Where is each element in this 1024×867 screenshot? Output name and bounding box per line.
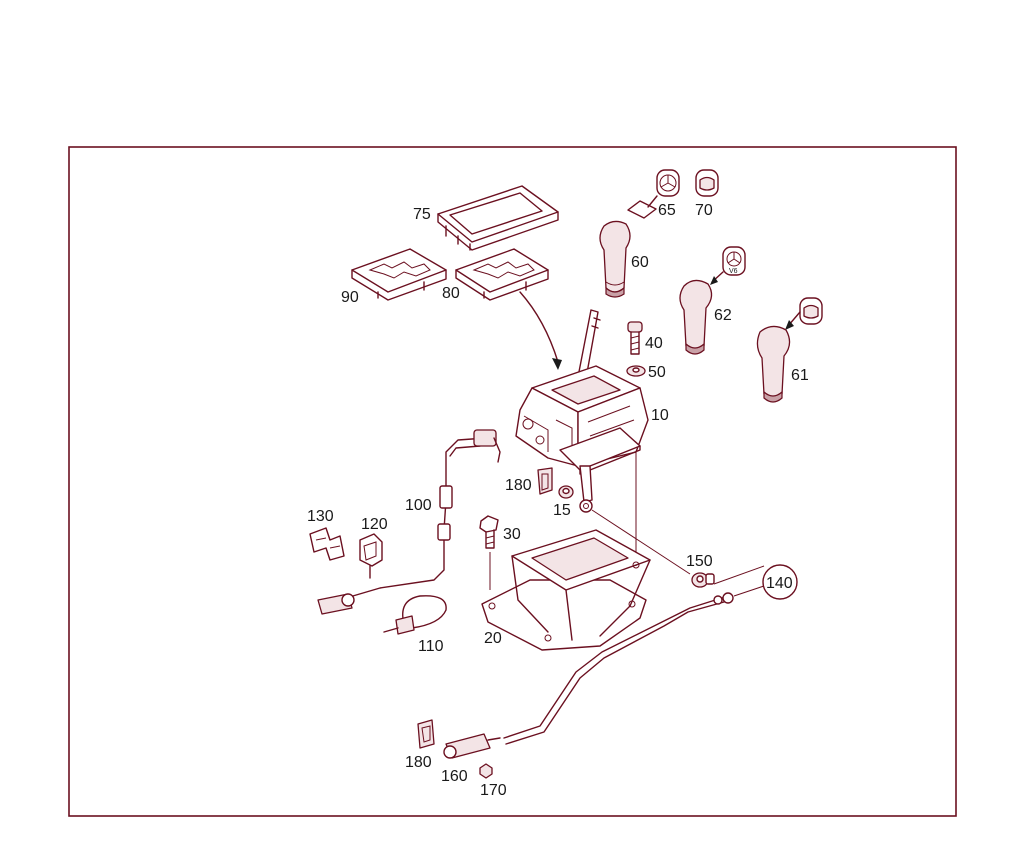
- label-160: 160: [441, 768, 468, 785]
- part-30-screw: [479, 515, 499, 590]
- v6-badge-text: V6: [729, 268, 738, 275]
- label-70: 70: [695, 202, 713, 219]
- label-62: 62: [714, 307, 732, 324]
- label-120: 120: [361, 516, 388, 533]
- label-180-lower: 180: [405, 754, 432, 771]
- diagram-frame: [68, 146, 957, 817]
- part-130-clip: [309, 527, 345, 561]
- part-40-bolt: [627, 321, 643, 355]
- part-120-clip: [359, 533, 383, 579]
- part-90-shift-gate-plate: [351, 248, 447, 301]
- part-170-nut: [479, 763, 493, 779]
- part-150-bushing: [691, 572, 715, 588]
- part-75-trim-frame: [437, 185, 559, 251]
- part-100-cable: [317, 429, 501, 615]
- label-40: 40: [645, 335, 663, 352]
- leader-arrow-80: [519, 291, 559, 363]
- callout-140-circle: [762, 564, 798, 600]
- part-62-shift-knob: V6: [679, 246, 746, 355]
- label-30: 30: [503, 526, 521, 543]
- part-80-shift-gate-plate: [455, 248, 549, 301]
- label-130: 130: [307, 508, 334, 525]
- part-65-star-emblem: [627, 169, 680, 219]
- label-140: 140: [766, 575, 793, 592]
- label-100: 100: [405, 497, 432, 514]
- label-61: 61: [791, 367, 809, 384]
- arrowhead-80: [552, 358, 562, 370]
- label-90: 90: [341, 289, 359, 306]
- part-20-shifter-base: [481, 529, 651, 651]
- label-110: 110: [418, 638, 444, 655]
- label-10: 10: [651, 407, 669, 424]
- part-180-clip-lower: [417, 719, 435, 749]
- part-140-shift-rod: [503, 565, 765, 745]
- label-20: 20: [484, 630, 502, 647]
- guide-line-15-150: [591, 509, 691, 575]
- label-80: 80: [442, 285, 460, 302]
- label-180-upper: 180: [505, 477, 532, 494]
- label-60: 60: [631, 254, 649, 271]
- label-65: 65: [658, 202, 676, 219]
- part-61-shift-knob: [756, 297, 823, 403]
- part-10-shifter-housing: [515, 309, 649, 513]
- part-70-emblem: [695, 169, 719, 197]
- part-160-rod-end: [443, 733, 501, 759]
- label-170: 170: [480, 782, 507, 799]
- label-150: 150: [686, 553, 713, 570]
- label-75: 75: [413, 206, 431, 223]
- label-50: 50: [648, 364, 666, 381]
- part-50-washer: [626, 365, 646, 377]
- part-180-clip-upper: [537, 467, 553, 495]
- part-15-bushing: [558, 485, 574, 499]
- label-15: 15: [553, 502, 571, 519]
- part-110-cable-tie: [383, 595, 447, 635]
- part-60-shift-knob: [599, 220, 631, 298]
